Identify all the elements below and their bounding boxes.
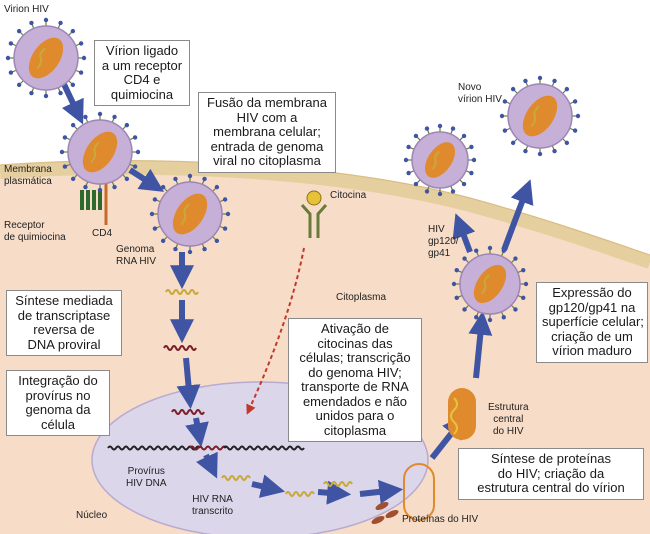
- label-nucleus: Núcleo: [76, 510, 108, 521]
- label-cd4: CD4: [92, 228, 113, 239]
- bound-virion: [59, 111, 141, 193]
- new-virion-2: [499, 75, 581, 157]
- arrow-to-fusion: [128, 167, 165, 192]
- arrow-transcription: [195, 451, 218, 479]
- budding-virion: [451, 245, 529, 323]
- virion-hiv: [5, 17, 87, 99]
- dna-strand-entering: [171, 409, 205, 415]
- label-cytokine: Citocina: [330, 190, 367, 201]
- arrow-release: [501, 179, 534, 252]
- fusing-virion: [149, 173, 231, 255]
- rna-strand: [165, 289, 199, 295]
- label-hiv-proteins: Proteínas do HIV: [402, 514, 479, 525]
- rna-transcript-1: [221, 475, 251, 481]
- arrow-to-membrane: [468, 310, 493, 379]
- label-virion-hiv: Virion HIV: [4, 4, 49, 15]
- hiv-core: [448, 388, 476, 440]
- arrow-bud: [452, 213, 476, 254]
- arrow-down-3: [176, 357, 201, 410]
- new-virion-1: [403, 123, 477, 197]
- cytokine-activation-dashed-arrow: [246, 247, 305, 415]
- rna-transcript-2: [285, 491, 315, 497]
- rna-transcript-3: [323, 481, 353, 487]
- host-dna-right: [223, 445, 305, 451]
- host-dna-left: [107, 445, 201, 451]
- arrow-attach: [59, 78, 84, 125]
- dna-strand-cytoplasm: [163, 345, 197, 351]
- hiv-core-empty: [403, 463, 435, 521]
- arrow-export: [317, 480, 352, 505]
- hiv-proteins: [371, 501, 399, 525]
- arrow-into-dna: [185, 417, 209, 448]
- chemokine-receptor: [80, 190, 102, 210]
- arrow-rna-out: [251, 474, 286, 498]
- provirus-dna: [189, 445, 227, 451]
- cytokine: [300, 190, 328, 238]
- arrow-translation: [359, 479, 404, 504]
- label-cytoplasm: Citoplasma: [336, 292, 387, 303]
